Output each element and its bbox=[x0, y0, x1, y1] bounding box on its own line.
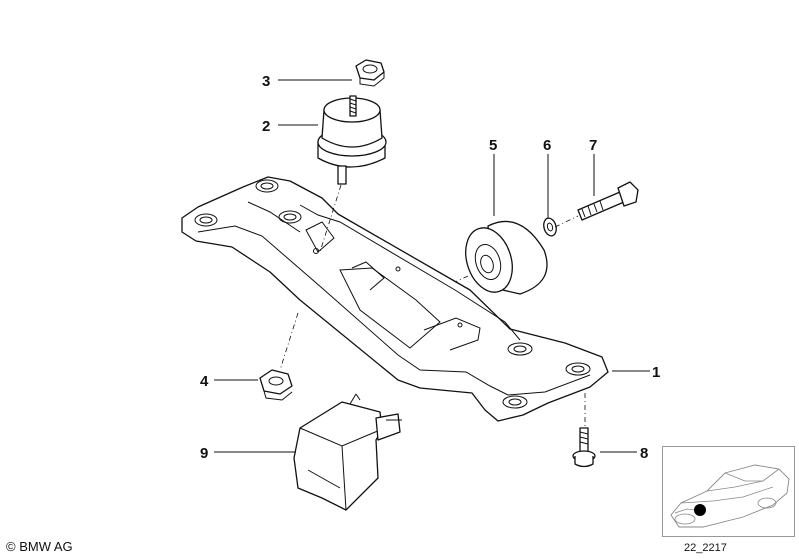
alignment-lines bbox=[279, 184, 586, 426]
location-marker-icon bbox=[694, 504, 706, 516]
callout-8: 8 bbox=[640, 445, 648, 462]
washer-part-6 bbox=[543, 217, 557, 237]
callout-9: 9 bbox=[200, 445, 208, 462]
crossmember-part-1 bbox=[181, 176, 609, 422]
callout-5: 5 bbox=[489, 137, 497, 154]
callout-3: 3 bbox=[262, 73, 270, 90]
copyright-notice: © BMW AG bbox=[6, 539, 73, 554]
engine-mount-part-2 bbox=[317, 95, 387, 185]
callout-labels: 3 2 5 6 7 1 4 8 9 bbox=[200, 73, 660, 462]
diagram-reference-number: 22_2217 bbox=[684, 542, 727, 554]
callout-6: 6 bbox=[543, 137, 551, 154]
nut-part-4 bbox=[259, 369, 293, 401]
leader-lines bbox=[214, 79, 650, 453]
callout-1: 1 bbox=[652, 364, 660, 381]
callout-2: 2 bbox=[262, 118, 270, 135]
vehicle-locator-thumbnail bbox=[662, 446, 795, 537]
car-outline-icon bbox=[670, 464, 790, 528]
bracket-part-9 bbox=[293, 393, 402, 511]
callout-7: 7 bbox=[589, 137, 597, 154]
bushing-part-5 bbox=[465, 220, 548, 295]
nut-part-3 bbox=[355, 59, 385, 87]
bolt-part-8 bbox=[572, 427, 596, 468]
bolt-part-7 bbox=[577, 181, 639, 221]
callout-4: 4 bbox=[200, 373, 209, 390]
